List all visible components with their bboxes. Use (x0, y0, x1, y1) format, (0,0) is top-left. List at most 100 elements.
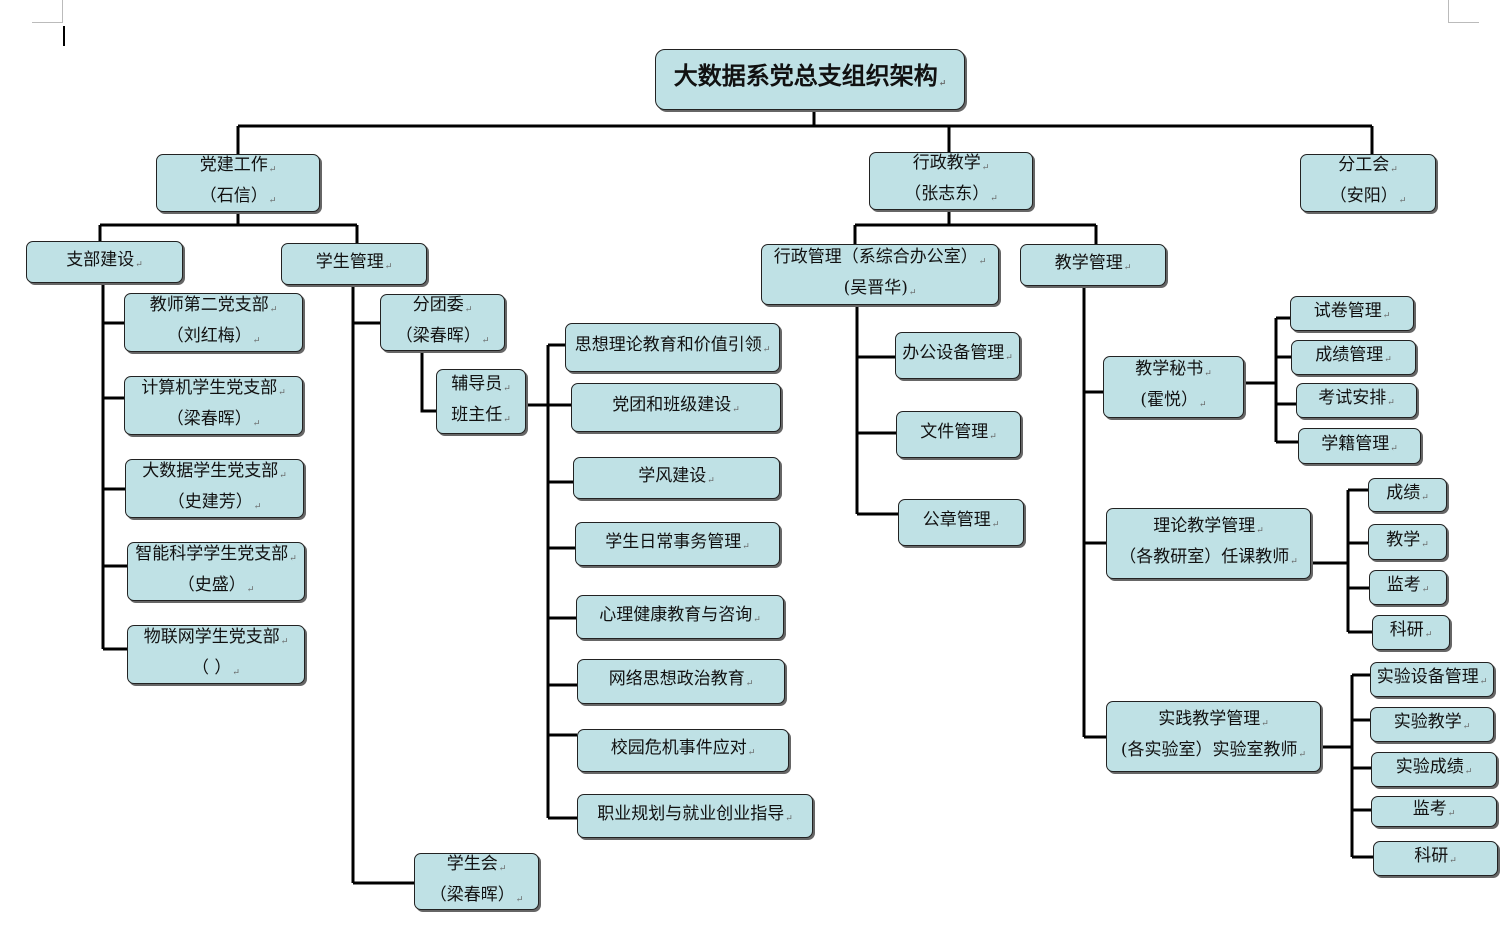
node-counselor: 辅导员 班主任 (436, 369, 526, 434)
node-party-branch-person: （史建芳） (168, 489, 262, 520)
node-practice-item: 实验成绩 (1371, 752, 1497, 787)
node-party-branch-name: 智能科学学生党支部 (135, 541, 297, 572)
node-union-name: 分工会 (1338, 152, 1398, 183)
node-admin-item-label: 办公设备管理 (902, 340, 1013, 371)
node-party-branch: 大数据学生党支部 （史建芳） (125, 459, 304, 518)
node-practice-item: 实验设备管理 (1370, 662, 1494, 697)
node-party-work-name: 党建工作 (200, 152, 277, 183)
node-admin-teaching: 行政教学 （张志东） (869, 152, 1033, 210)
node-duty-label: 校园危机事件应对 (611, 735, 756, 766)
node-theory-teaching-line1: 理论教学管理 (1153, 513, 1264, 544)
page-corner-mark-left (32, 0, 63, 23)
node-theory-item-label: 监考 (1387, 572, 1430, 603)
node-party-branch-person: （ ） (192, 655, 240, 686)
node-practice-item-label: 科研 (1414, 843, 1457, 874)
node-teaching-secretary-name: 教学秘书 (1135, 356, 1212, 387)
connector-line (1082, 286, 1106, 739)
node-practice-teaching-line2: (各实验室）实验室教师 (1121, 737, 1306, 768)
node-practice-item-label: 实验教学 (1394, 709, 1471, 740)
node-admin-item: 公章管理 (898, 499, 1024, 546)
node-counselor-line2: 班主任 (451, 402, 511, 433)
node-duty: 网络思想政治教育 (577, 659, 785, 704)
node-student-union-name: 学生会 (447, 851, 507, 882)
node-party-branch: 计算机学生党支部 （梁春晖） (124, 376, 303, 435)
node-duty: 职业规划与就业创业指导 (577, 794, 813, 838)
connector-line (1311, 488, 1372, 634)
connector-line (853, 210, 1098, 244)
connector-line (1244, 316, 1298, 444)
text-cursor (63, 26, 65, 46)
node-theory-item: 监考 (1369, 570, 1447, 605)
node-admin-item: 办公设备管理 (895, 332, 1020, 379)
node-party-work-person: （石信） (200, 183, 277, 214)
node-party-branch: 物联网学生党支部 （ ） (127, 625, 305, 684)
node-admin-item-label: 文件管理 (920, 419, 997, 450)
connector-line (420, 351, 436, 413)
node-duty: 校园危机事件应对 (577, 729, 789, 772)
node-party-branch-name: 物联网学生党支部 (144, 624, 289, 655)
node-party-branch: 智能科学学生党支部 （史盛） (127, 542, 305, 601)
node-admin-teaching-name: 行政教学 (913, 150, 990, 181)
node-union: 分工会 （安阳） (1300, 154, 1436, 212)
org-title: 大数据系党总支组织架构 (655, 49, 965, 110)
connector-line (526, 343, 577, 820)
node-teaching-secretary-person: (霍悦） (1140, 387, 1206, 418)
node-theory-item: 教学 (1368, 524, 1447, 560)
node-party-branch-name: 教师第二党支部 (150, 292, 278, 323)
node-theory-item-label: 成绩 (1386, 480, 1429, 511)
node-party-branch: 教师第二党支部 （刘红梅） (124, 293, 303, 352)
node-teaching-mgmt-name: 教学管理 (1055, 250, 1132, 281)
node-party-branch-name: 计算机学生党支部 (141, 375, 286, 406)
node-theory-teaching-line2: （各教研室）任课教师 (1119, 544, 1298, 575)
connector-line (351, 285, 414, 885)
node-youth-league-person: （梁春晖） (396, 323, 490, 354)
node-youth-league-name: 分团委 (413, 292, 473, 323)
page-corner-mark-right (1448, 0, 1479, 23)
node-admin-item: 文件管理 (896, 411, 1021, 458)
node-secretary-item-label: 试卷管理 (1314, 298, 1391, 329)
node-practice-item: 监考 (1371, 796, 1497, 827)
connector-line (1321, 673, 1373, 859)
node-duty: 思想理论教育和价值引领 (565, 323, 780, 372)
node-branch-building-name: 支部建设 (66, 247, 143, 278)
org-title-text: 大数据系党总支组织架构 (674, 62, 947, 97)
node-admin-mgmt: 行政管理（系综合办公室） (吴晋华) (761, 244, 999, 305)
node-admin-teaching-person: （张志东） (904, 181, 998, 212)
node-student-union: 学生会 （梁春晖） (414, 853, 539, 910)
node-duty-label: 党团和班级建设 (612, 392, 740, 423)
node-practice-item: 实验教学 (1370, 707, 1494, 742)
node-duty-label: 网络思想政治教育 (609, 666, 754, 697)
node-branch-building: 支部建设 (26, 241, 183, 283)
node-theory-item: 科研 (1372, 615, 1450, 650)
node-theory-item-label: 教学 (1386, 527, 1429, 558)
node-party-branch-person: （梁春晖） (167, 406, 261, 437)
connector-line (236, 110, 1374, 154)
node-student-union-person: （梁春晖） (430, 882, 524, 913)
connector-line (101, 283, 127, 651)
node-duty-label: 学风建设 (638, 463, 715, 494)
node-practice-teaching-line1: 实践教学管理 (1158, 706, 1269, 737)
node-student-mgmt-name: 学生管理 (316, 249, 393, 280)
node-union-person: （安阳） (1330, 183, 1407, 214)
node-party-branch-person: （史盛） (178, 572, 255, 603)
node-party-branch-name: 大数据学生党支部 (142, 458, 287, 489)
node-secretary-item: 学籍管理 (1298, 428, 1421, 464)
node-secretary-item-label: 学籍管理 (1321, 431, 1398, 462)
node-practice-item-label: 实验设备管理 (1377, 664, 1488, 695)
node-theory-item: 成绩 (1368, 478, 1447, 512)
node-secretary-item: 试卷管理 (1290, 296, 1414, 331)
node-teaching-mgmt: 教学管理 (1020, 244, 1166, 286)
node-admin-mgmt-name: 行政管理（系综合办公室） (774, 244, 987, 275)
node-practice-item-label: 监考 (1413, 796, 1456, 827)
node-student-mgmt: 学生管理 (281, 243, 427, 285)
connector-line (855, 305, 898, 516)
node-practice-item-label: 实验成绩 (1396, 754, 1473, 785)
node-duty-label: 心理健康教育与咨询 (599, 602, 761, 633)
node-secretary-item-label: 考试安排 (1318, 385, 1395, 416)
node-admin-item-label: 公章管理 (923, 507, 1000, 538)
node-teaching-secretary: 教学秘书 (霍悦） (1103, 356, 1244, 418)
node-duty-label: 职业规划与就业创业指导 (597, 801, 793, 832)
node-party-work: 党建工作 （石信） (156, 154, 320, 212)
